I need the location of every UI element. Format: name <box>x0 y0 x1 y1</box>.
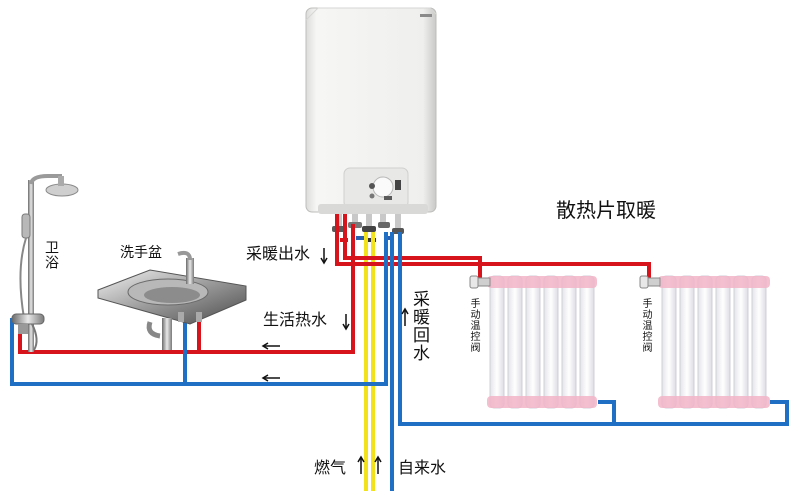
washbasin <box>97 250 247 350</box>
gas-pipe <box>364 232 375 491</box>
flow-arrows <box>261 248 409 474</box>
valve-right-label: 手动温控阀 <box>640 298 651 353</box>
brand-logo <box>420 14 432 17</box>
radiator-fins-left <box>489 275 595 409</box>
control-dial <box>372 176 394 198</box>
arrow-hot-left <box>261 342 280 350</box>
tap-water-label: 自来水 <box>398 458 447 477</box>
heating-supply-pipe <box>335 214 651 280</box>
faucet <box>186 258 194 284</box>
radiator-heating-label: 散热片取暖 <box>556 198 656 222</box>
arrow-gas-up <box>357 455 365 474</box>
washbasin-label: 洗手盆 <box>120 245 162 261</box>
radiator-right <box>639 275 770 409</box>
gas-label: 燃气 <box>314 458 347 477</box>
radiator-left <box>469 275 597 409</box>
valve-left <box>469 275 491 289</box>
hand-shower <box>21 213 31 239</box>
heating-return-label: 采暖回水 <box>409 290 429 362</box>
boiler <box>305 7 437 242</box>
bathroom-label: 卫浴 <box>43 240 59 270</box>
arrow-heating-out <box>320 248 328 265</box>
valve-right <box>639 275 661 289</box>
arrow-water-up <box>374 455 382 474</box>
radiator-fins-right <box>661 275 767 409</box>
arrow-return <box>401 307 409 326</box>
heating-return-pipe <box>398 232 789 426</box>
tap-water-pipe <box>10 232 394 491</box>
shower <box>11 174 79 352</box>
domestic-hot-water-label: 生活热水 <box>263 310 328 329</box>
heating-out-label: 采暖出水 <box>246 244 311 263</box>
arrow-hot-water <box>342 314 350 331</box>
arrow-cold-left <box>261 374 280 382</box>
valve-left-label: 手动温控阀 <box>468 298 479 353</box>
